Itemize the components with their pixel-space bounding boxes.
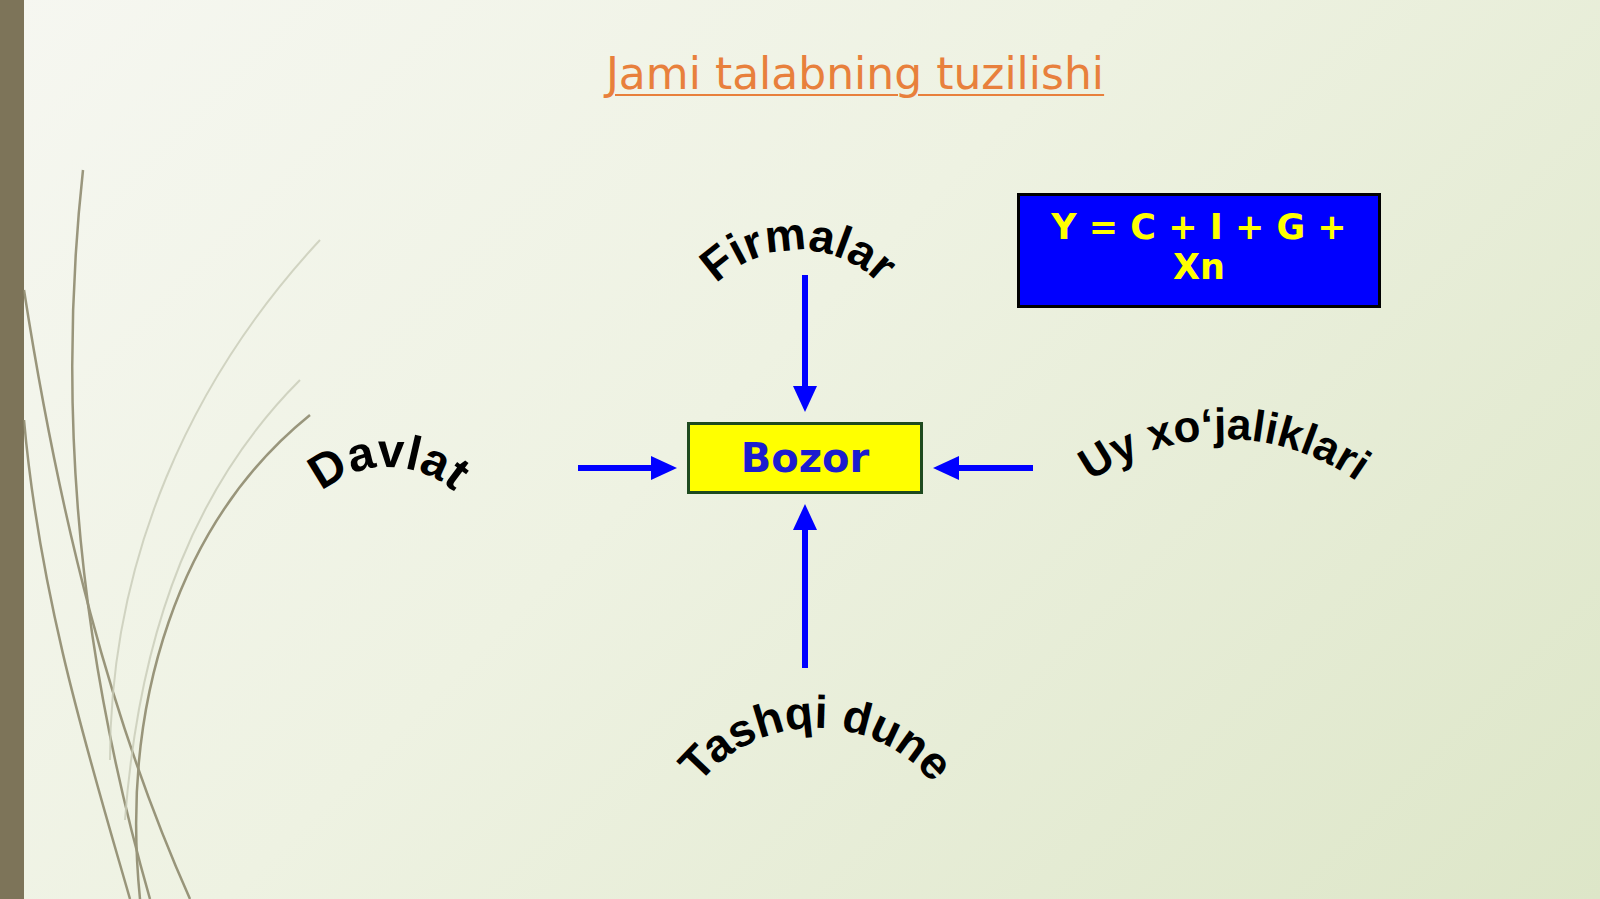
formula-box: Y = C + I + G + Xn xyxy=(1017,193,1381,308)
flow-arrow xyxy=(802,275,808,400)
grass-lines xyxy=(24,170,310,899)
sector-name: Tashqi dune xyxy=(668,686,963,791)
diagram-title: Jami talabning tuzilishi xyxy=(555,48,1155,99)
box-text: Y = C + I + G + Xn xyxy=(1020,207,1378,287)
arc-outline: Tashqi dune xyxy=(660,668,980,808)
sector-name: Firmalar xyxy=(690,207,908,292)
sector-label: Tashqi dune xyxy=(660,668,980,808)
sector-label: Firmalar xyxy=(660,180,940,275)
sector-name: Davlat xyxy=(299,424,480,500)
arc-outline: Davlat xyxy=(280,395,578,525)
text-arc xyxy=(994,439,1454,669)
sector-label: Uy xo‘jaliklari xyxy=(1033,385,1403,515)
arc-outline: Uy xo‘jaliklari xyxy=(1033,385,1403,515)
side-bar xyxy=(0,0,24,899)
grass-lines-light xyxy=(110,240,320,820)
flow-arrow xyxy=(945,465,1033,471)
flow-arrow xyxy=(802,516,808,668)
arc-outline: Firmalar xyxy=(660,180,940,275)
sector-label: Davlat xyxy=(280,395,578,525)
market-box: Bozor xyxy=(687,422,923,494)
sector-name: Uy xo‘jaliklari xyxy=(1070,399,1380,489)
flow-arrow xyxy=(578,465,665,471)
box-text: Bozor xyxy=(741,435,869,481)
